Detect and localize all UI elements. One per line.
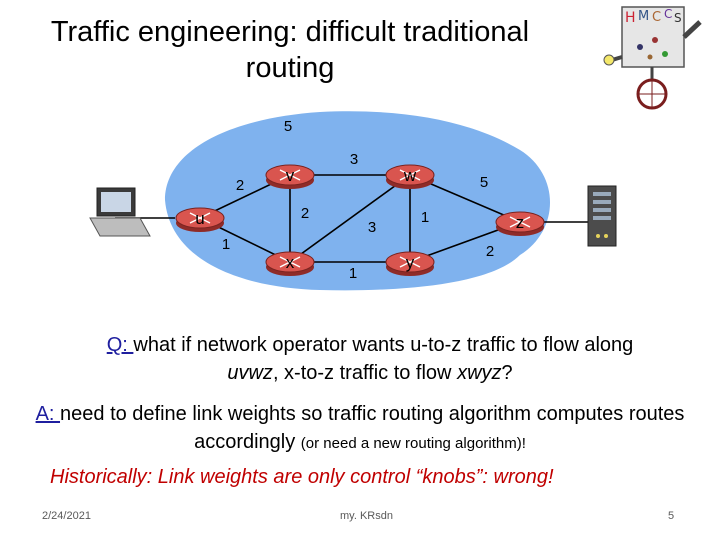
answer-aside: (or need a new routing algorithm)! [300, 435, 526, 452]
weight-w-y: 1 [421, 209, 429, 226]
router-v: v [265, 164, 315, 189]
question-path1: uvwz [227, 362, 273, 384]
historical-note: Historically: Link weights are only cont… [50, 466, 554, 488]
network-cloud [165, 111, 550, 291]
router-label-z: z [516, 213, 525, 232]
footer-page-number: 5 [668, 510, 675, 522]
network-diagram: u v w x y z 2 1 3 2 3 1 1 5 2 5 [89, 111, 617, 291]
router-x: x [265, 251, 315, 276]
footer-center: my. KRsdn [340, 510, 393, 522]
weight-x-y: 1 [349, 265, 357, 282]
question-end: ? [501, 362, 513, 384]
question-mid: , x-to-z traffic to flow [272, 362, 458, 384]
router-label-v: v [286, 166, 295, 185]
router-y: y [385, 251, 435, 276]
server-icon [587, 185, 617, 247]
router-label-x: x [286, 253, 295, 272]
answer-text: A: need to define link weights so traffi… [30, 400, 690, 458]
question-path2: xwyz [457, 362, 502, 384]
weight-u-v: 2 [236, 177, 244, 194]
svg-text:M: M [638, 9, 649, 24]
router-z: z [495, 211, 545, 236]
svg-text:H: H [625, 10, 636, 26]
laptop-icon [89, 187, 151, 237]
question-text: Q: what if network operator wants u-to-z… [40, 331, 700, 387]
weight-w-z: 5 [480, 174, 488, 191]
router-w: w [385, 164, 435, 189]
weight-v-w: 3 [350, 151, 358, 168]
answer-label: A: [35, 403, 61, 425]
svg-text:S: S [674, 11, 682, 25]
slide-title: Traffic engineering: difficult tradition… [50, 16, 530, 84]
router-label-u: u [195, 209, 204, 228]
answer-body: need to define link weights so traffic r… [60, 403, 685, 453]
question-label: Q: [106, 334, 134, 356]
hmc-cs-logo: H M C C S [603, 6, 702, 110]
router-label-y: y [406, 253, 415, 272]
weight-x-w: 3 [368, 219, 376, 236]
question-line1: what if network operator wants u-to-z tr… [133, 334, 634, 356]
weight-u-x: 1 [222, 236, 230, 253]
weight-v-x: 2 [301, 205, 309, 222]
footer-date: 2/24/2021 [42, 510, 91, 522]
weight-y-z: 2 [486, 243, 494, 260]
svg-text:C: C [652, 10, 661, 25]
router-label-w: w [403, 166, 417, 185]
svg-text:C: C [664, 7, 672, 21]
weight-u-w: 5 [284, 118, 292, 135]
router-u: u [175, 207, 225, 232]
